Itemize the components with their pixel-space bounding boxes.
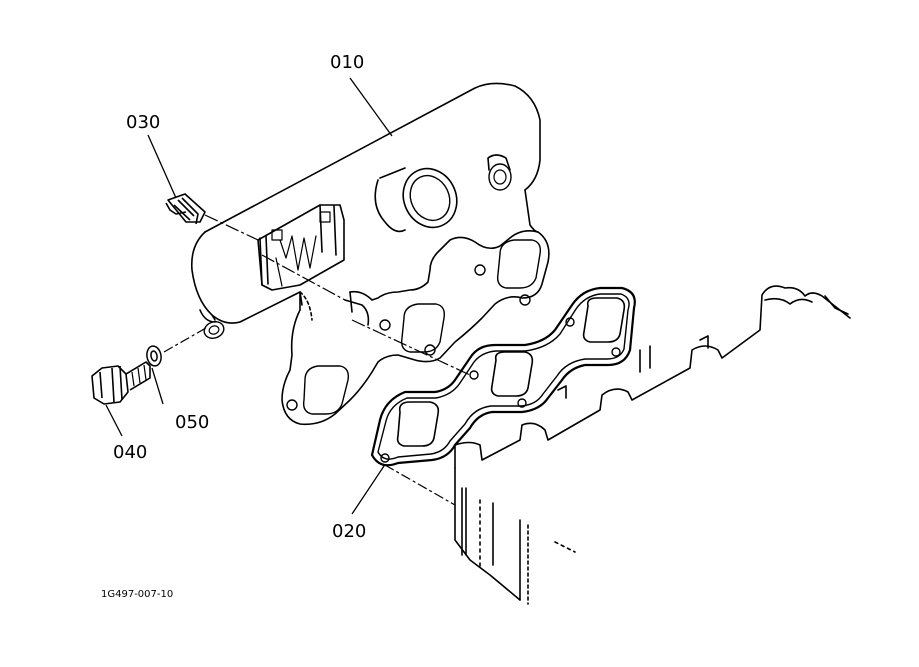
callout-020: 020: [332, 521, 366, 542]
stud: [165, 193, 206, 225]
leader-040: [105, 404, 123, 437]
leader-lines: [105, 77, 393, 515]
leader-030: [147, 134, 177, 199]
callout-040: 040: [113, 442, 147, 463]
leader-010: [349, 77, 393, 137]
cylinder-head: [454, 285, 851, 605]
callout-010: 010: [330, 52, 364, 73]
callout-030: 030: [126, 112, 160, 133]
gasket: [370, 286, 636, 467]
alignment-lines: [163, 214, 471, 506]
leader-020: [351, 465, 385, 515]
callout-050: 050: [175, 412, 209, 433]
bolt: [91, 361, 151, 405]
exhaust-manifold: [190, 82, 550, 426]
leader-050: [151, 367, 164, 405]
drawing-number: 1G497-007-10: [101, 589, 173, 600]
washer: [146, 345, 162, 367]
